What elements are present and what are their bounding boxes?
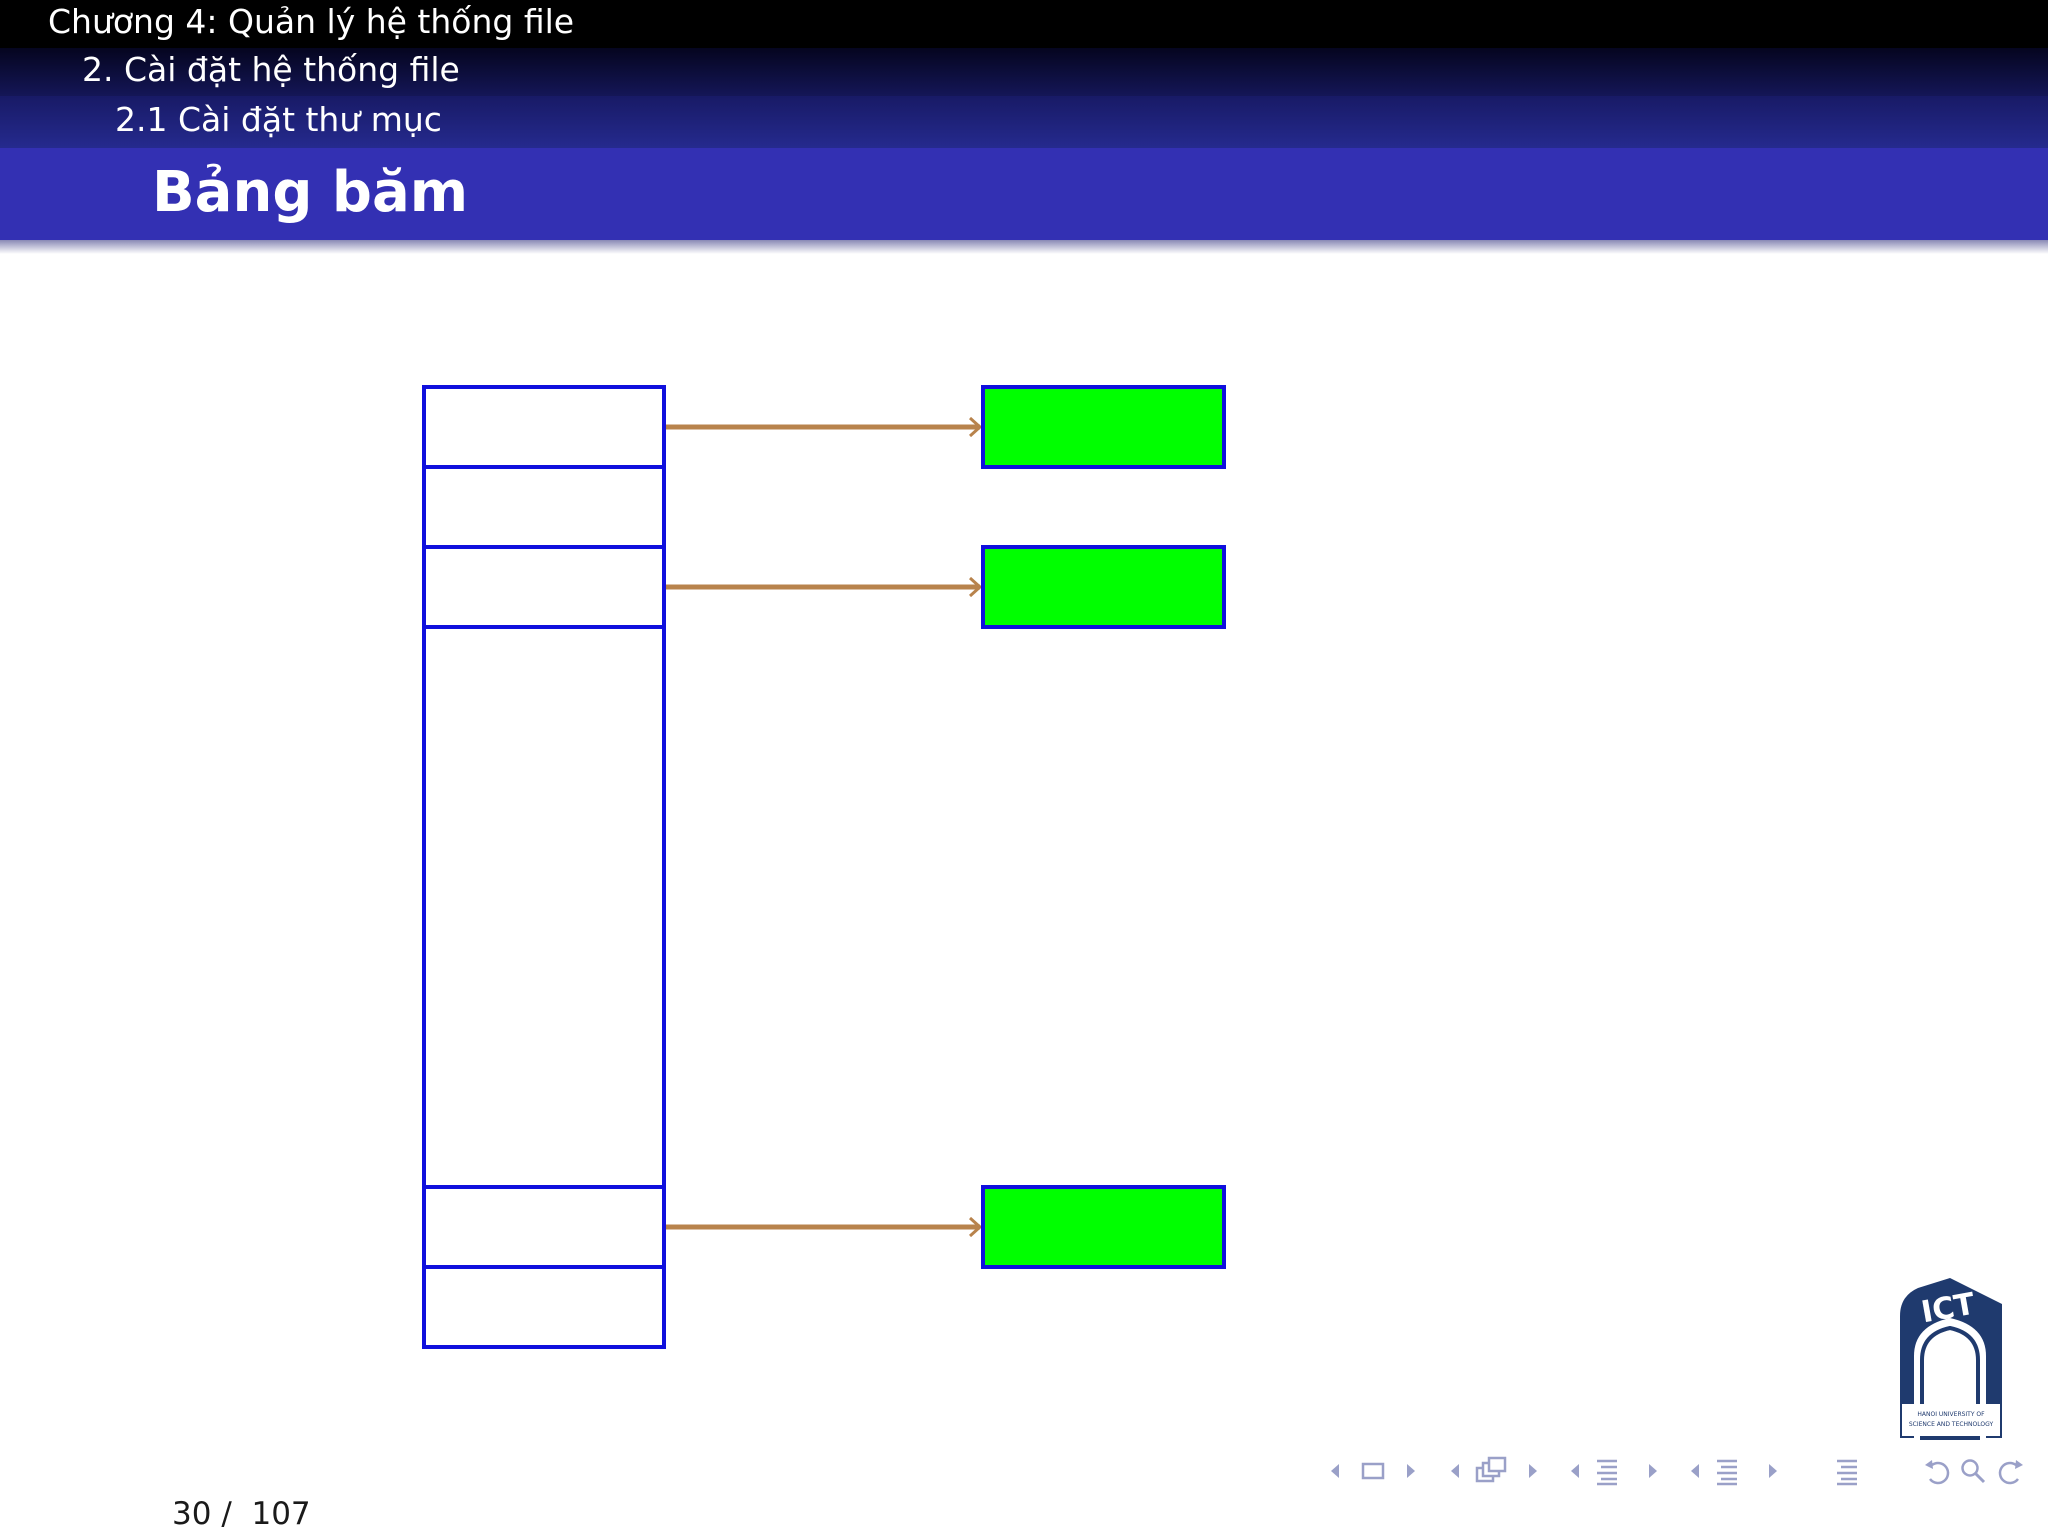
title-bar-shadow [0,240,2048,254]
hash-table-row [422,545,666,629]
header-chapter[interactable]: Chương 4: Quản lý hệ thống file [48,2,575,41]
hash-table-row [422,1265,666,1349]
toc-icon[interactable] [1834,1456,1860,1486]
header-section-bar[interactable]: 2. Cài đặt hệ thống file [0,48,2048,96]
arrow-right-icon[interactable] [1404,1456,1418,1486]
logo-caption-line2: SCIENCE AND TECHNOLOGY [1909,1421,1994,1428]
header-chapter-bar[interactable]: Chương 4: Quản lý hệ thống file [0,0,2048,48]
arrow-left-icon[interactable] [1448,1456,1462,1486]
page-number: 30 / 107 [172,1494,311,1534]
header-subsection[interactable]: 2.1 Cài đặt thư mục [115,100,442,139]
arrow-left-icon[interactable] [1328,1456,1342,1486]
redo-icon[interactable] [1994,1456,2026,1486]
beamer-navigation [1320,1456,2040,1486]
title-bar: Bảng băm [0,148,2048,240]
bucket-box [981,1185,1226,1269]
arrow-right-icon[interactable] [1526,1456,1540,1486]
arrow-right-icon[interactable] [1766,1456,1780,1486]
arrows [666,427,980,1227]
hash-table-row [422,625,666,1189]
hash-table [422,385,666,1349]
bucket-box [981,385,1226,469]
page-current: 30 [172,1496,212,1532]
header-section[interactable]: 2. Cài đặt hệ thống file [82,50,460,89]
undo-icon[interactable] [1922,1456,1954,1486]
section-icon[interactable] [1714,1456,1740,1486]
university-logo: ICT HANOI UNIVERSITY OF SCIENCE AND TECH… [1898,1278,2004,1444]
hash-table-row [422,1185,666,1269]
hash-table-row [422,385,666,469]
subsection-icon[interactable] [1474,1456,1510,1486]
page-total: 107 [251,1496,311,1532]
arrow-right-icon[interactable] [1646,1456,1660,1486]
hash-table-row [422,465,666,549]
logo-caption-line1: HANOI UNIVERSITY OF [1917,1411,1985,1418]
frame-icon[interactable] [1360,1456,1386,1486]
buckets [981,385,1226,1269]
search-icon[interactable] [1958,1456,1988,1486]
header-subsection-bar[interactable]: 2.1 Cài đặt thư mục [0,96,2048,148]
arrow-left-icon[interactable] [1688,1456,1702,1486]
slide-title: Bảng băm [152,160,469,225]
arrow-left-icon[interactable] [1568,1456,1582,1486]
bucket-box [981,545,1226,629]
page-separator: / [221,1496,232,1532]
section-icon[interactable] [1594,1456,1620,1486]
